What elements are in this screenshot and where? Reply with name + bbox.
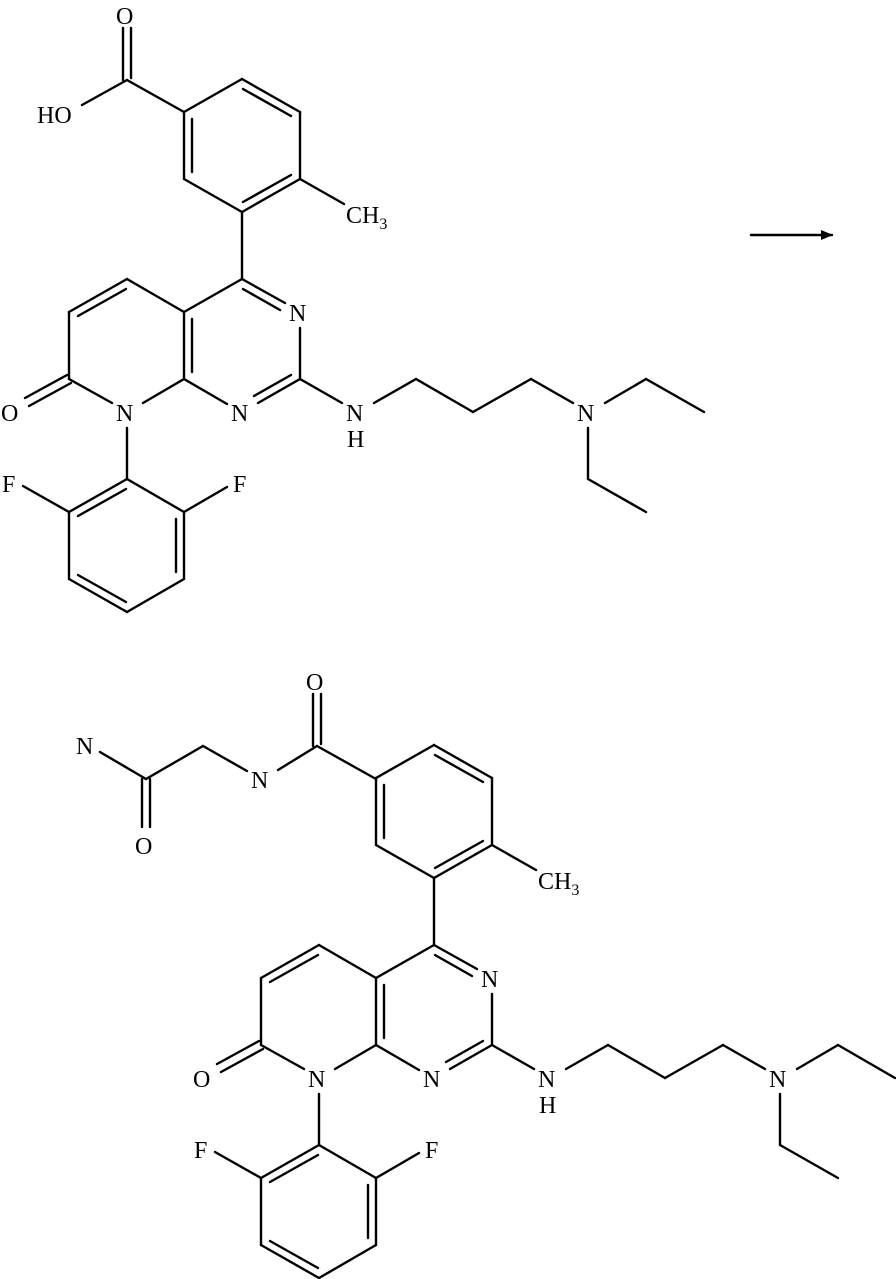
lactam-oxygen-label: O xyxy=(193,1067,210,1093)
methyl-label: CH3 xyxy=(538,869,579,899)
n1-label: N xyxy=(423,1067,440,1093)
nh-h-label: H xyxy=(539,1093,556,1119)
nh-n-label: N xyxy=(538,1067,555,1093)
amide-oxygen-label: O xyxy=(306,670,323,696)
methyl-label: CH3 xyxy=(346,203,387,233)
fluorine-left-label: F xyxy=(2,472,15,498)
n8-label: N xyxy=(116,401,133,427)
lactam-oxygen-label: O xyxy=(1,401,18,427)
amide-n-label: N xyxy=(251,768,268,794)
hydroxyl-label: HO xyxy=(37,103,72,129)
terminal-o-label: O xyxy=(135,834,152,860)
diethylamine-n-label: N xyxy=(577,401,594,427)
n8-label: N xyxy=(308,1067,325,1093)
diethylamine-n-label: N xyxy=(769,1067,786,1093)
n3-label: N xyxy=(289,301,306,327)
nh-h-label: H xyxy=(347,427,364,453)
fluorine-right-label: F xyxy=(233,472,246,498)
n3-label: N xyxy=(481,967,498,993)
fluorine-right-label: F xyxy=(425,1138,438,1164)
terminal-n-label: N xyxy=(76,734,93,760)
product-molecule: N O N O CH3 N N xyxy=(76,670,896,1279)
fluorine-left-label: F xyxy=(194,1138,207,1164)
carboxyl-oxygen-label: O xyxy=(116,4,133,30)
reactant-molecule: O HO CH3 N N N xyxy=(1,4,706,614)
nh-n-label: N xyxy=(346,401,363,427)
n1-label: N xyxy=(231,401,248,427)
